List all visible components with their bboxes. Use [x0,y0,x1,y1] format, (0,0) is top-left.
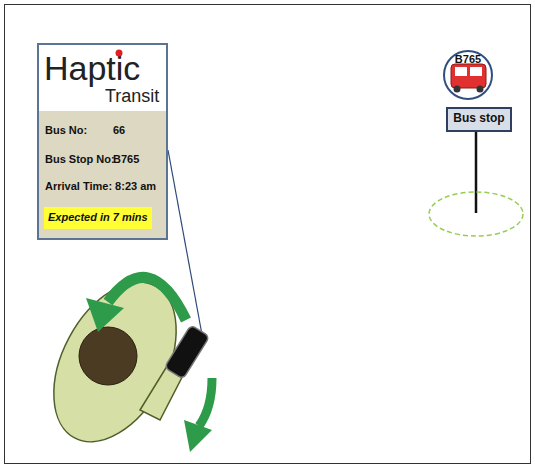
field-value: 66 [113,124,153,137]
field-value: B765 [113,153,158,166]
stop-zone [429,192,523,236]
rotation-arrow [108,277,186,320]
frame-border [5,5,531,464]
stop-circle-fill [444,51,492,99]
info-card: HapticTransitBus No:66Bus Stop No:B765Ar… [37,43,168,240]
stop-icon-circle: B765 [443,50,493,100]
field-label: Bus No: [45,124,111,137]
rotation-arrow [199,378,212,426]
field-label: Bus Stop No: [45,153,115,166]
eta-highlight: Expected in 7 mins [44,207,152,229]
logo-dot [116,50,123,57]
arrow-head [184,420,212,452]
phone [164,325,209,379]
field-label: Arrival Time: 8:23 am [45,180,167,193]
head [79,327,137,385]
sign-text: Bus stop [448,112,510,126]
arrow-head [86,298,124,332]
bus-window [455,67,467,76]
bus-wheel [477,86,484,93]
bus-window [470,67,482,76]
sign-pole [475,131,478,213]
logo-text: Haptic [44,49,164,88]
logo-subtext: Transit [105,86,165,107]
eta-text: Expected in 7 mins [48,211,152,224]
stop-number: B765 [445,53,491,66]
bus-icon [451,64,486,88]
bus-wheel [454,86,461,93]
bus-stop-sign: Bus stop [446,107,512,132]
